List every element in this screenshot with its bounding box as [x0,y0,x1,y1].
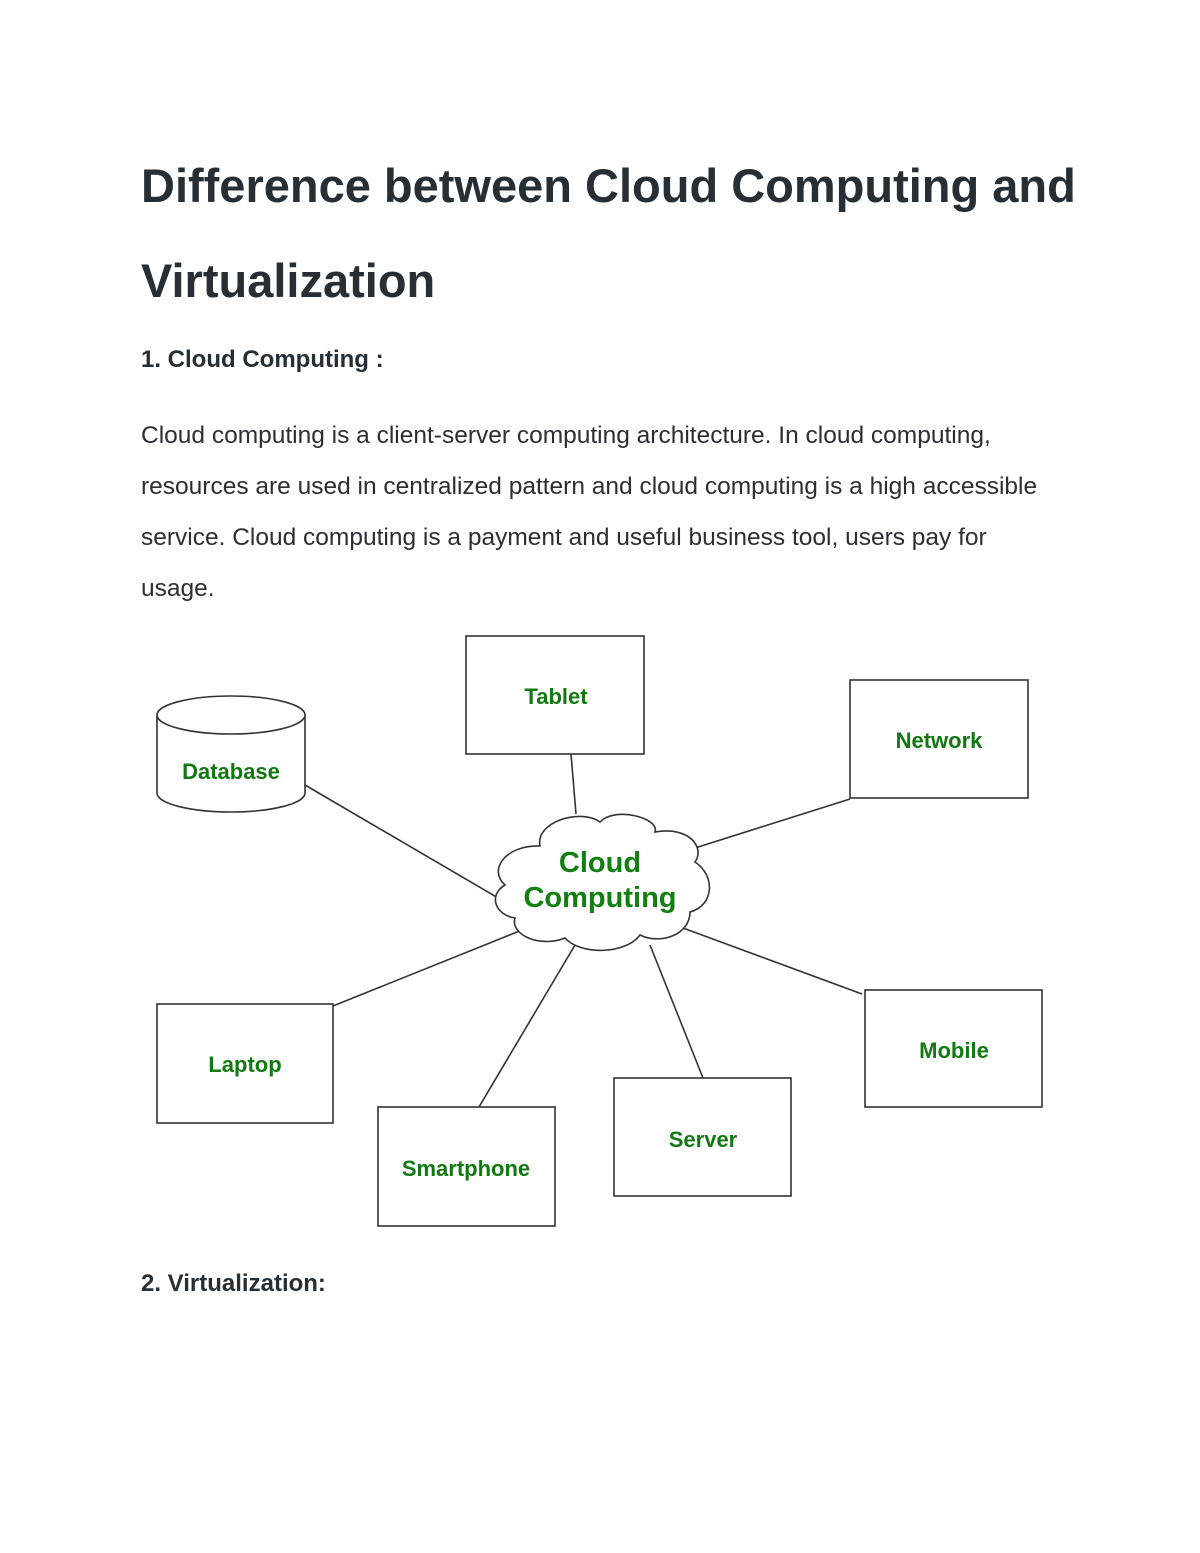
cloud-label-line1: Cloud [559,847,641,879]
mobile-box [864,989,1043,1108]
connector-tablet [570,753,577,815]
node-label-database: Database [182,759,280,784]
network-box [849,679,1029,799]
cloud-label-line2: Computing [523,882,676,914]
node-label-smartphone: Smartphone [402,1156,530,1181]
node-label-mobile: Mobile [919,1038,989,1063]
page-title: Difference between Cloud Computing and V… [141,159,1076,307]
tablet-box [465,635,645,755]
section-heading-cloud-computing: 1. Cloud Computing : [141,346,384,373]
connector-database [304,784,506,903]
server-box [613,1077,792,1197]
node-label-server: Server [669,1127,738,1152]
cloud-computing-paragraph: Cloud computing is a client-server compu… [141,422,1038,602]
node-label-network: Network [896,728,984,753]
connector-server [649,944,704,1079]
smartphone-box [377,1106,556,1227]
connector-network [694,798,851,849]
node-label-tablet: Tablet [524,684,588,709]
section-heading-virtualization: 2. Virtualization: [141,1270,326,1297]
laptop-box [156,1003,334,1124]
connector-mobile [682,927,863,995]
connector-smartphone [478,944,576,1108]
cloud-shape [494,813,711,952]
connector-laptop [332,929,523,1007]
node-label-laptop: Laptop [208,1052,281,1077]
database-cylinder-icon [156,695,306,813]
